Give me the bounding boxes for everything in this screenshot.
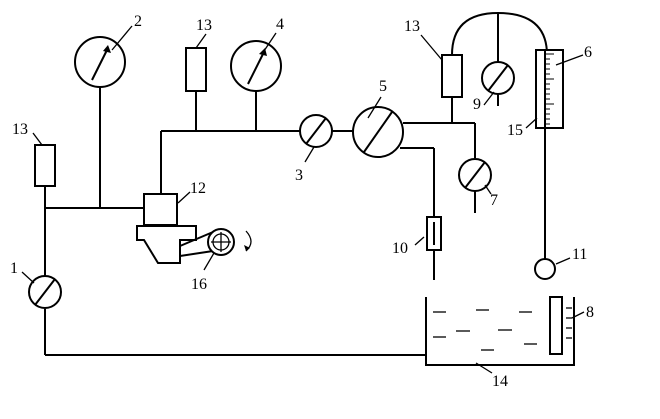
component-labels: 1 2 3 4 5 6 7 8 9 10 11 12 13 13 13 14 1… (10, 13, 594, 390)
motor-pulley-16 (207, 228, 252, 256)
label-6: 6 (584, 44, 592, 61)
valve-9 (481, 61, 515, 95)
belt-upper (179, 231, 214, 247)
water-surface-dashes (433, 309, 537, 351)
pressure-gauge-2 (74, 36, 126, 88)
water-tank-14 (425, 297, 575, 366)
level-gauge-8 (549, 296, 572, 355)
valve-1-slash (34, 278, 56, 306)
label-3: 3 (295, 167, 303, 184)
leader-lines (21, 25, 585, 374)
label-4: 4 (276, 16, 284, 33)
overhead-arc-line (451, 11, 548, 56)
label-13-middle: 13 (196, 17, 212, 34)
label-15: 15 (507, 122, 523, 139)
flow-meter-5 (352, 106, 404, 158)
label-9: 9 (473, 96, 481, 113)
rotation-arrowhead-icon (244, 245, 250, 251)
label-10: 10 (392, 240, 408, 257)
gauge-4-needle (247, 51, 265, 85)
label-7: 7 (490, 192, 498, 209)
gauge-2-needle-tip (103, 45, 111, 53)
label-1: 1 (10, 260, 18, 277)
tank-walls (425, 297, 575, 366)
sensor-13-middle (185, 47, 207, 92)
valve-9-slash (487, 64, 509, 92)
pump-12 (136, 193, 214, 264)
valve-7-slash (464, 161, 486, 189)
label-11: 11 (572, 246, 587, 263)
label-13-right: 13 (404, 18, 420, 35)
nozzle-10 (426, 216, 442, 251)
pressure-gauge-4 (230, 40, 282, 92)
level-scale-6 (535, 49, 564, 129)
pump-body-12 (143, 193, 178, 226)
meter-5-slash (363, 111, 393, 153)
valve-3-slash (305, 117, 327, 145)
float-11 (534, 258, 556, 280)
label-8: 8 (586, 304, 594, 321)
valve-1 (28, 275, 62, 309)
label-12: 12 (190, 180, 206, 197)
label-16: 16 (191, 276, 207, 293)
scale-ticks (545, 53, 554, 125)
sensor-13-right (441, 54, 463, 98)
label-5: 5 (379, 78, 387, 95)
valve-3 (299, 114, 333, 148)
label-2: 2 (134, 13, 142, 30)
label-14: 14 (492, 373, 508, 390)
gauge-2-needle (91, 47, 109, 81)
label-13-left: 13 (12, 121, 28, 138)
valve-7 (458, 158, 492, 192)
pump-housing (136, 225, 197, 264)
belt-lower (179, 250, 214, 257)
pipelines (44, 11, 548, 356)
sensor-13-left (34, 144, 56, 187)
